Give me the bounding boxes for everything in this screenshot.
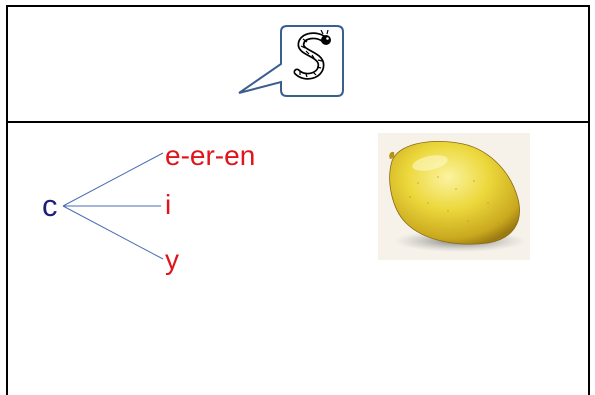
worm-s-icon <box>293 29 331 80</box>
lemon-image <box>378 133 530 260</box>
table-row-divider <box>6 121 590 123</box>
table-frame <box>6 5 590 395</box>
letter-c: c <box>42 188 58 223</box>
branch-lines <box>62 152 164 260</box>
ending-i: i <box>165 189 172 220</box>
ending-y: y <box>165 244 179 275</box>
speech-bubble <box>238 25 344 97</box>
ending-e-er-en: e-er-en <box>165 140 256 171</box>
